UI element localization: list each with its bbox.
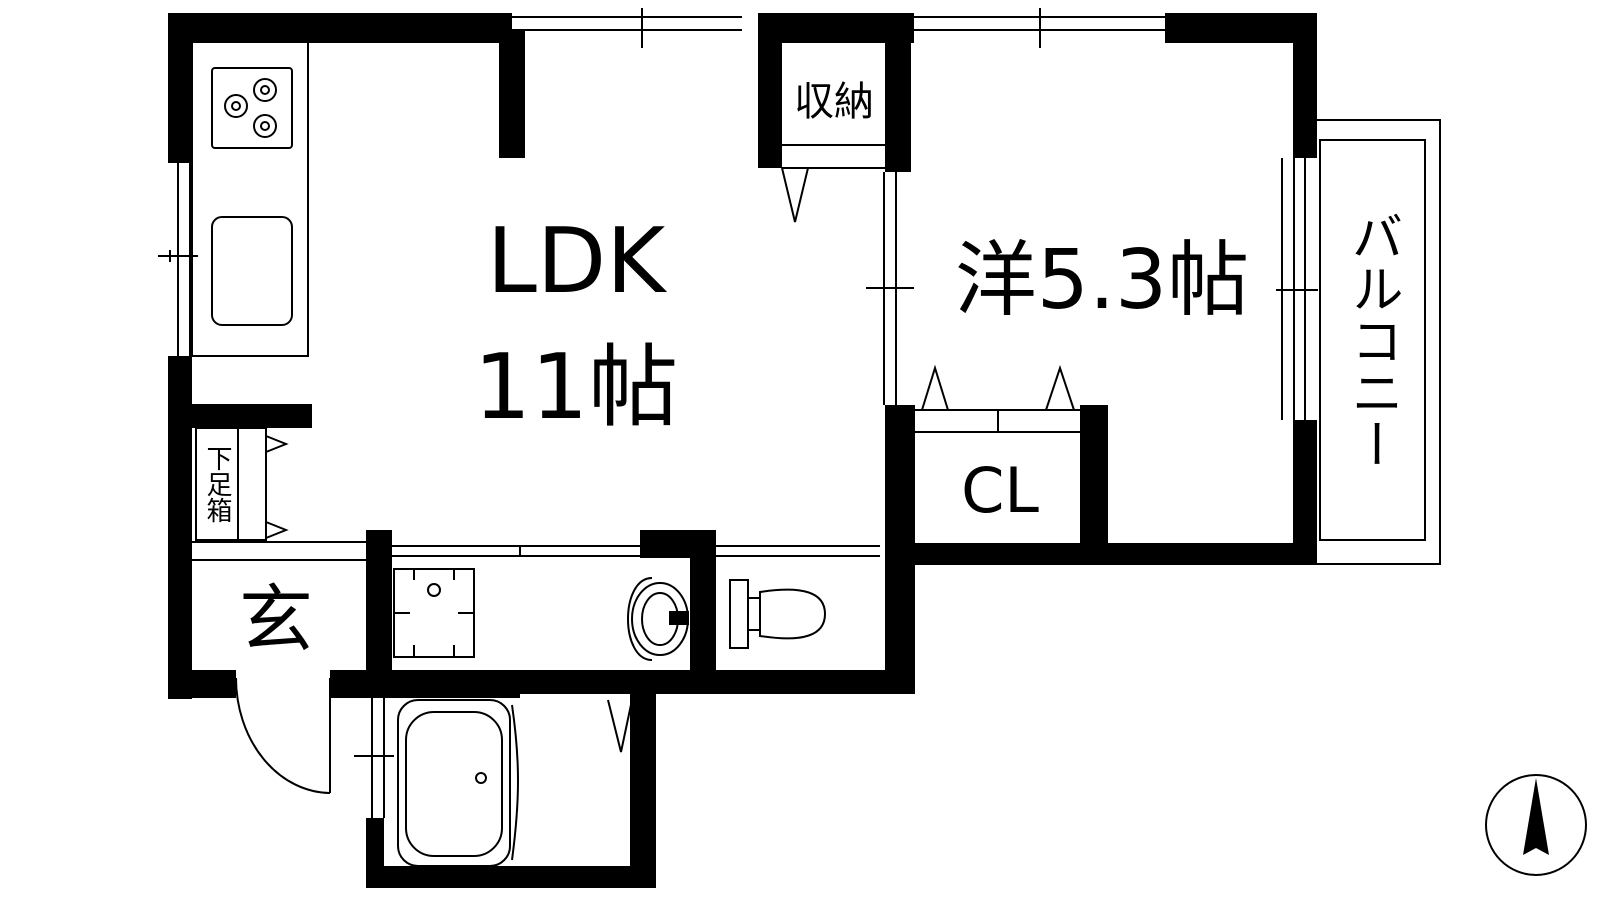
western-room-label: 洋5.3帖	[955, 233, 1249, 328]
ldk-label: LDK	[487, 209, 667, 314]
balcony-outline	[1304, 119, 1441, 565]
ldk-size-label: 11帖	[474, 335, 679, 440]
wash-basin-icon	[627, 577, 689, 661]
washing-machine-icon	[393, 568, 475, 658]
shoe-box-label: 下足箱	[202, 445, 232, 523]
storage-shelf	[781, 144, 885, 223]
toilet-icon	[729, 579, 827, 649]
storage-label: 収納	[794, 79, 874, 125]
balcony-label: バルコニー	[1342, 210, 1402, 470]
walls	[168, 13, 1317, 888]
entrance-label: 玄	[239, 577, 313, 663]
closet-frame	[915, 364, 1080, 433]
stove-icon	[224, 78, 277, 138]
bathtub-icon	[397, 699, 633, 867]
kitchen-counter	[191, 41, 309, 357]
entrance-door	[235, 677, 331, 794]
closet-label: CL	[961, 454, 1039, 527]
north-arrow-icon	[1485, 774, 1587, 876]
window-frames	[158, 8, 1318, 818]
